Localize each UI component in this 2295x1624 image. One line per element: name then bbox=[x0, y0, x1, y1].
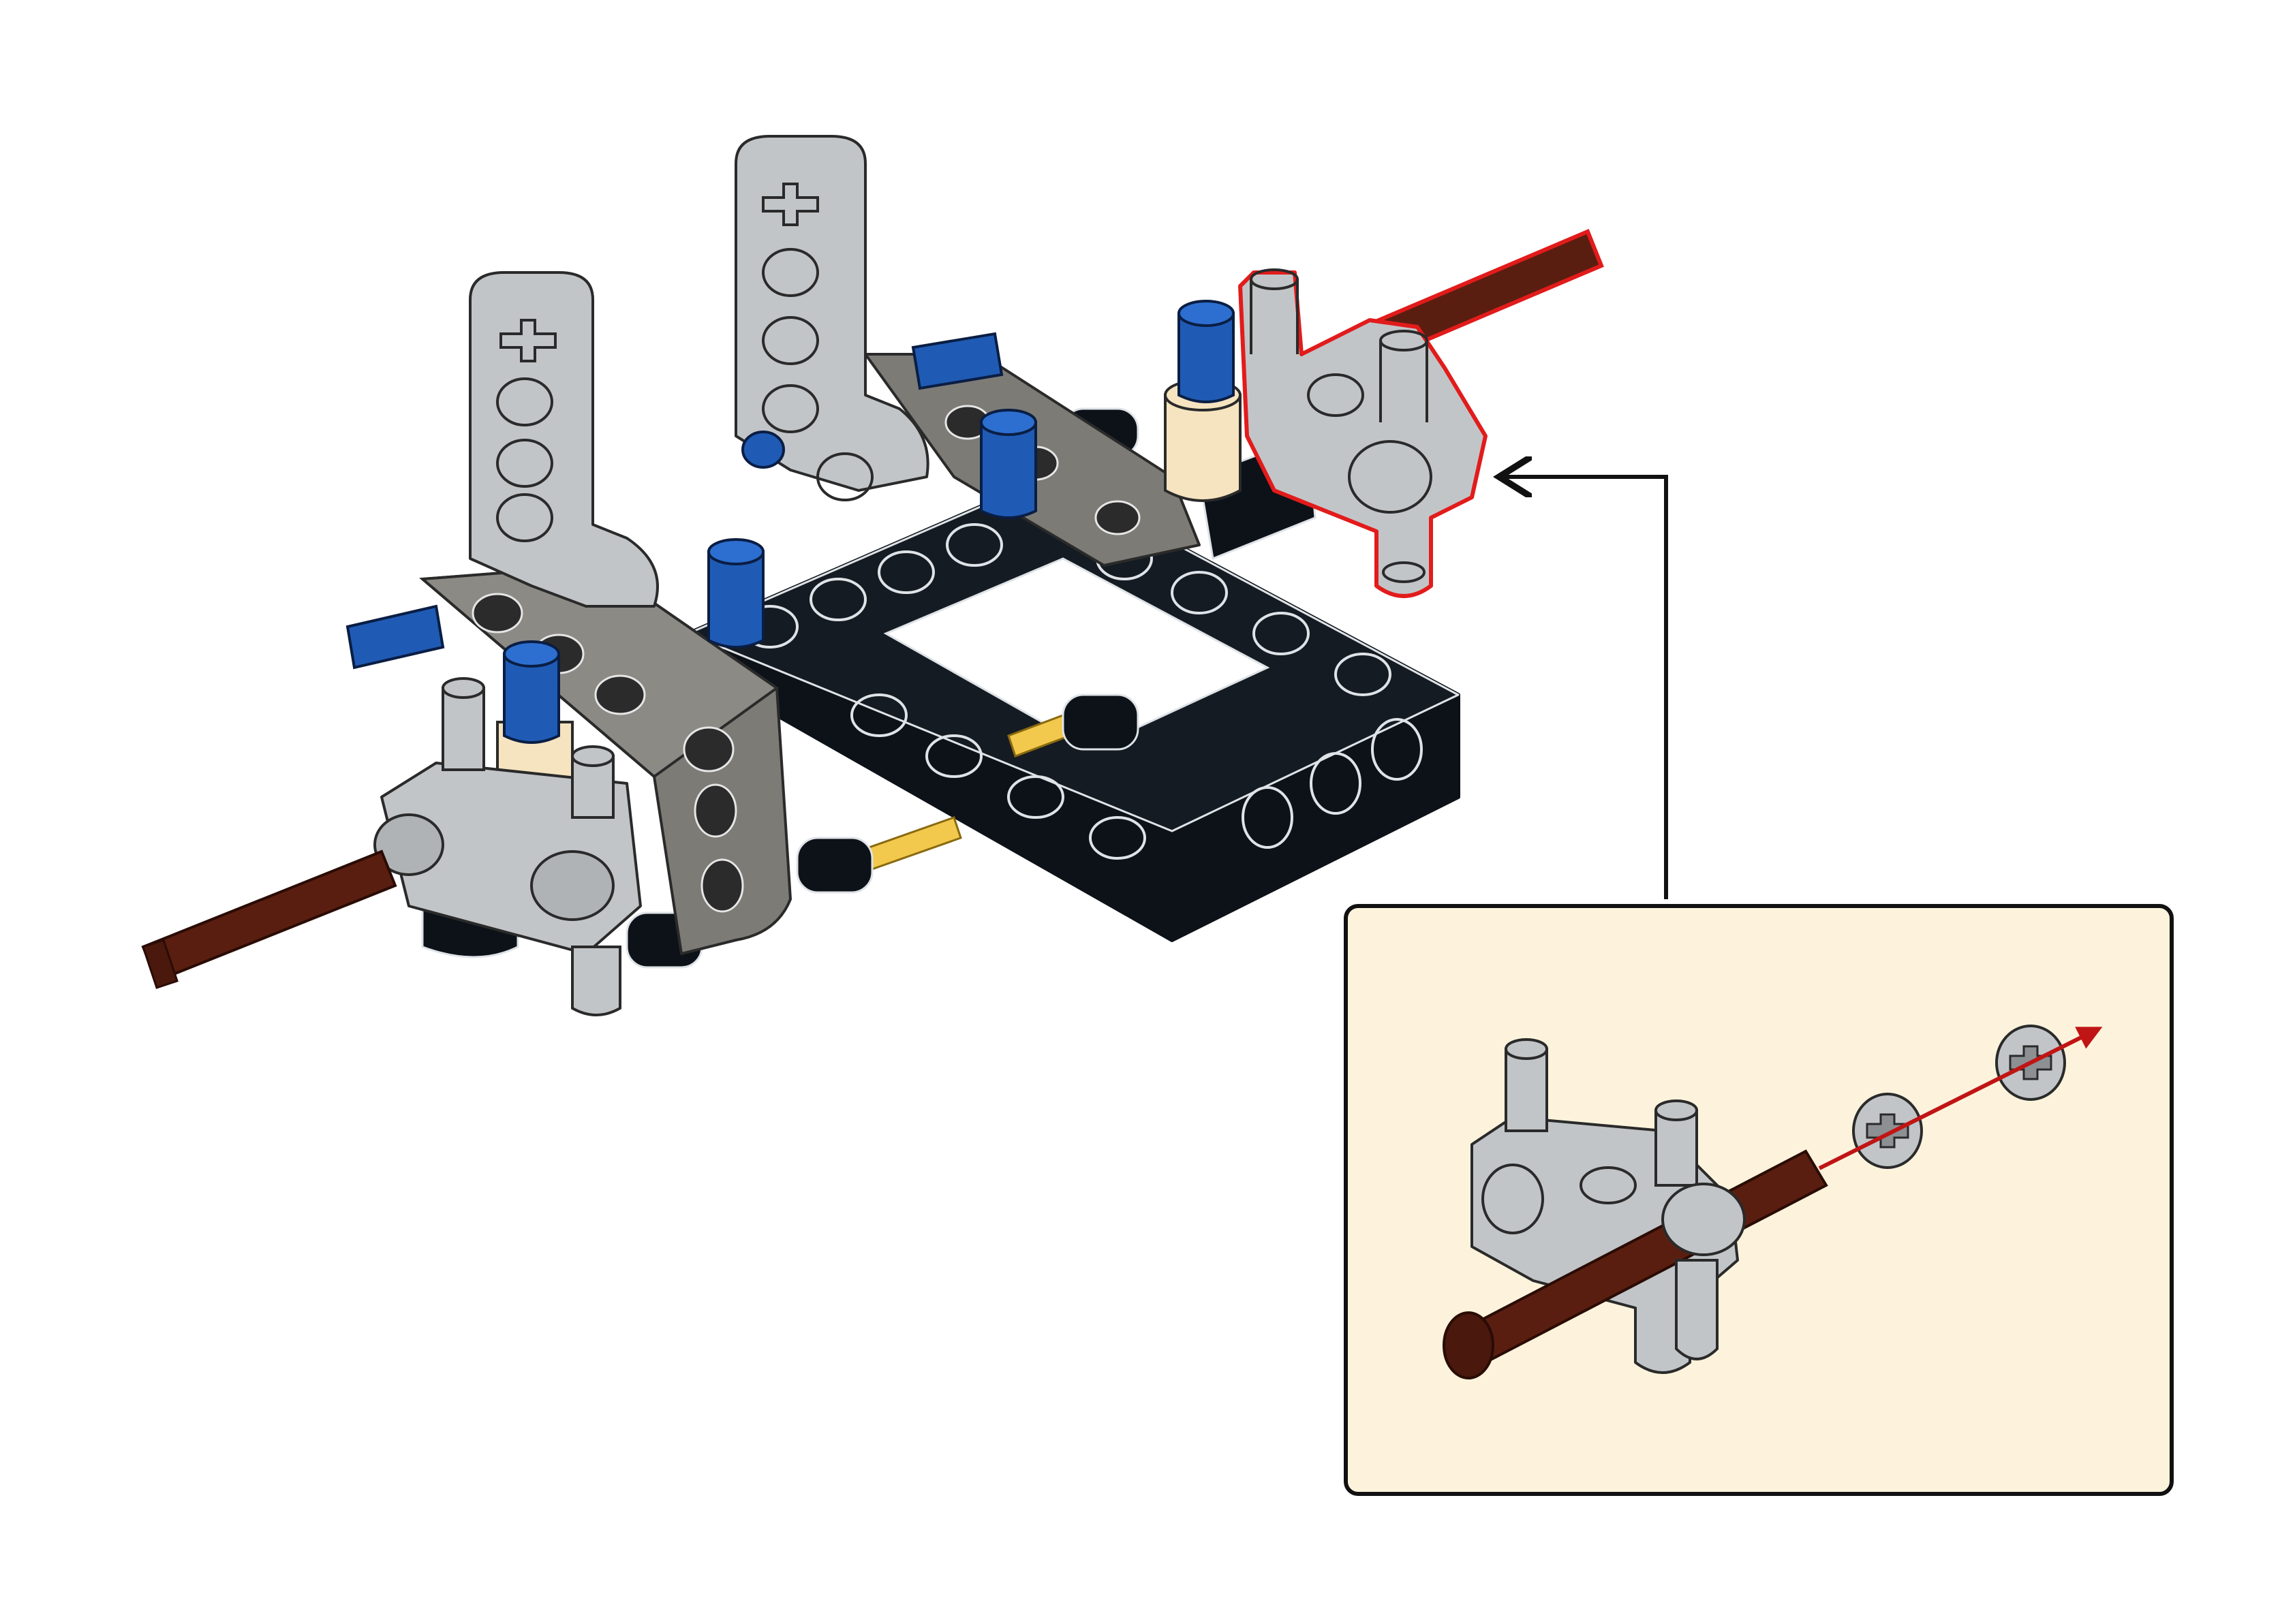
callout-panel bbox=[1344, 904, 2174, 1496]
half-bush-icon bbox=[1852, 1093, 1923, 1169]
light-gray-cross-block-icon bbox=[373, 677, 642, 1016]
light-gray-l-lever-icon bbox=[469, 271, 659, 608]
light-gray-l-lever-icon bbox=[735, 135, 929, 501]
arrow-right-red-icon bbox=[1818, 1027, 2103, 1170]
brown-axle-with-stop-icon bbox=[1443, 1149, 1828, 1379]
cross-block-icon bbox=[1470, 1038, 1739, 1374]
light-gray-cross-block-icon bbox=[1238, 229, 1604, 598]
main-assembly bbox=[141, 135, 1668, 1016]
arrow-left-icon bbox=[1499, 477, 1668, 899]
blue-pin-icon bbox=[345, 300, 1235, 744]
brown-axle-icon bbox=[141, 849, 397, 989]
